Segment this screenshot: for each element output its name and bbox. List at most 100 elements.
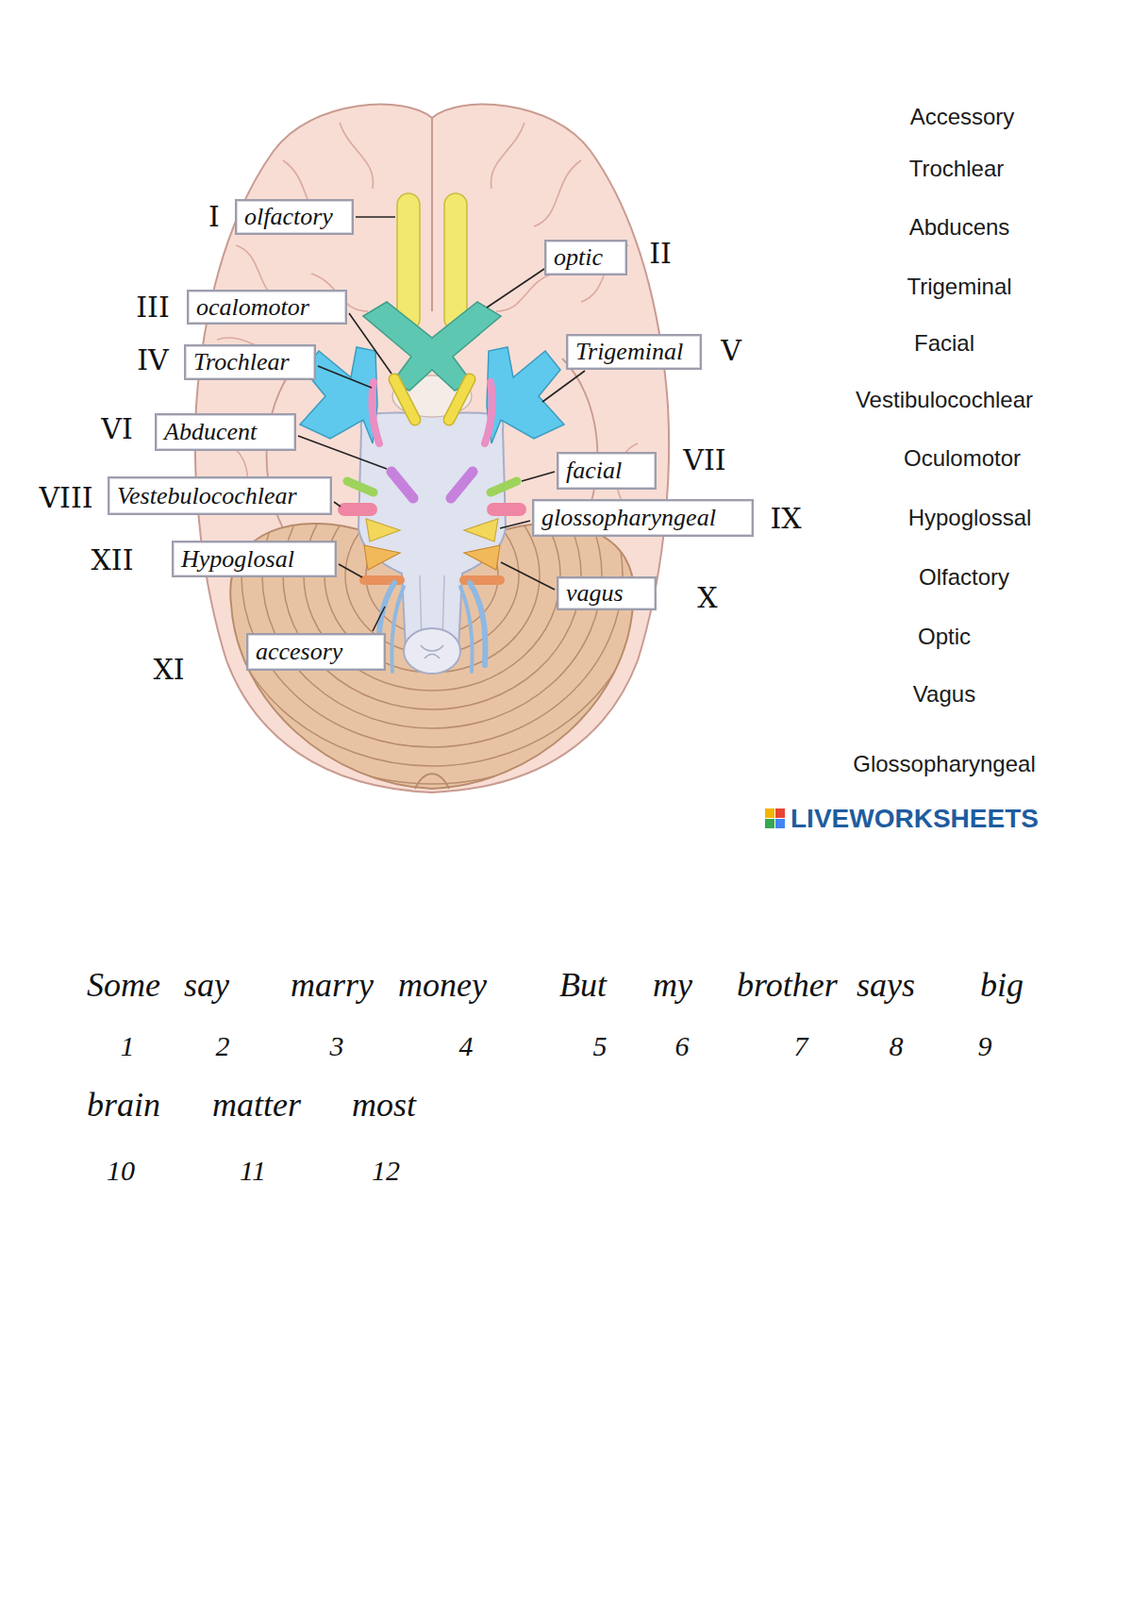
label-text: 3: [330, 1030, 345, 1062]
label-text: I: [208, 199, 220, 234]
oculomotor-nerve: [449, 379, 470, 420]
mnemonic-word: most: [351, 1086, 417, 1125]
mnemonic-number: 12: [371, 1154, 400, 1186]
mnemonic-word: money: [398, 966, 487, 1005]
roman-numeral: VI: [100, 413, 134, 445]
label-text: VI: [100, 412, 134, 446]
word-bank-item: Optic: [917, 624, 971, 650]
leader-line: [500, 562, 555, 590]
nerve-name: glossopharyngeal: [533, 505, 724, 531]
gyrus: [533, 160, 582, 227]
word-bank-item: Abducens: [909, 215, 1011, 240]
leader-line: [298, 435, 387, 469]
label-text: Oculomotor: [903, 445, 1021, 471]
mnemonic-number: 9: [978, 1030, 993, 1062]
label-text: Olfactory: [918, 564, 1010, 590]
nerve-name: ocalomotor: [188, 295, 317, 320]
nerve-name: olfactory: [236, 204, 341, 230]
roman-numeral: II: [649, 237, 672, 269]
word-bank-item: Trigeminal: [906, 274, 1012, 300]
label-box: accesory: [246, 632, 386, 671]
mnemonic-word: matter: [212, 1086, 301, 1125]
label-text: XI: [152, 652, 184, 686]
label-text: 10: [106, 1154, 135, 1186]
label-text: brain: [86, 1085, 161, 1124]
accessory-nerve: [460, 586, 473, 672]
roman-numeral: V: [720, 334, 742, 367]
nerve-outline: [449, 379, 470, 420]
mnemonic-word: Some: [86, 966, 161, 1005]
leader-line: [486, 268, 545, 308]
label-text: 7: [794, 1030, 809, 1062]
label-box: ocalomotor: [186, 289, 348, 325]
label-box: glossopharyngeal: [532, 499, 754, 537]
icon-square: [765, 808, 775, 818]
word-bank-item: Hypoglossal: [908, 505, 1033, 531]
gyrus: [496, 273, 553, 312]
mnemonic-number: 11: [239, 1154, 267, 1186]
leader-line: [333, 501, 341, 507]
label-text: X: [697, 581, 717, 615]
leader-line: [338, 564, 363, 578]
word-bank-item: Accessory: [910, 104, 1016, 130]
label-text: 6: [675, 1030, 690, 1062]
nerve-name: optic: [546, 245, 611, 270]
abducens-nerve: [391, 471, 414, 499]
label-text: V: [720, 333, 742, 367]
mnemonic-number: 5: [593, 1030, 608, 1062]
mnemonic-number: 4: [459, 1030, 474, 1062]
nerve-name: accesory: [248, 639, 350, 665]
word-bank-item: Facial: [914, 331, 975, 356]
word-bank-item: Vestibulocochlear: [855, 387, 1033, 413]
label-text: 12: [371, 1154, 400, 1186]
mnemonic-number: 8: [889, 1030, 904, 1062]
icon-square: [765, 818, 775, 829]
vestibulocochlear-nerve: [344, 502, 371, 517]
vagus-nerve: [464, 545, 500, 570]
label-text: 5: [593, 1030, 608, 1062]
spinal-cord: [403, 628, 461, 674]
label-text: Vagus: [913, 681, 976, 707]
nerve-name: Hypoglosal: [173, 547, 302, 572]
leader-lines: [298, 216, 585, 632]
leader-line: [499, 520, 531, 529]
mnemonic-number: 3: [330, 1030, 345, 1062]
label-text: 1: [120, 1030, 135, 1062]
word-bank-item: Vagus: [913, 682, 976, 707]
mnemonic-number: 1: [120, 1030, 135, 1062]
leader-line: [349, 313, 392, 374]
mnemonic-number: 6: [675, 1030, 690, 1062]
optic-chiasm: [363, 301, 501, 391]
label-text: Trigeminal: [906, 273, 1012, 300]
label-text: Hypoglossal: [908, 504, 1033, 531]
oculomotor-nerves: [394, 379, 470, 420]
nerve-name: Trochlear: [185, 349, 298, 375]
label-box: olfactory: [234, 199, 354, 235]
leader-line: [355, 216, 396, 218]
roman-numeral: I: [208, 200, 220, 233]
label-text: says: [856, 965, 916, 1004]
label-text: Vestibulocochlear: [855, 386, 1033, 413]
mnemonic-word: big: [980, 966, 1024, 1005]
label-text: Abducens: [909, 214, 1011, 240]
label-text: matter: [212, 1085, 301, 1124]
label-text: 8: [889, 1030, 904, 1062]
vestibulocochlear-nerve: [493, 502, 520, 517]
leader-line: [317, 366, 372, 388]
word-bank-item: Olfactory: [918, 565, 1010, 590]
mnemonic-word: But: [559, 966, 607, 1005]
roman-numeral: IV: [136, 344, 169, 376]
trochlear-nerve: [484, 382, 493, 444]
glossopharyngeal-nerve: [464, 518, 499, 542]
mnemonic-word: brain: [86, 1086, 161, 1125]
mnemonic-word: my: [652, 966, 693, 1005]
word-bank-item: Oculomotor: [903, 446, 1021, 471]
label-box: optic: [544, 239, 628, 276]
grey-matter: [420, 645, 444, 659]
roman-numeral: III: [135, 291, 170, 323]
label-text: VIII: [38, 481, 93, 515]
label-text: money: [398, 965, 487, 1004]
label-box: Trochlear: [183, 344, 317, 381]
nerve-name: Abducent: [156, 419, 265, 445]
label-text: III: [135, 290, 170, 324]
